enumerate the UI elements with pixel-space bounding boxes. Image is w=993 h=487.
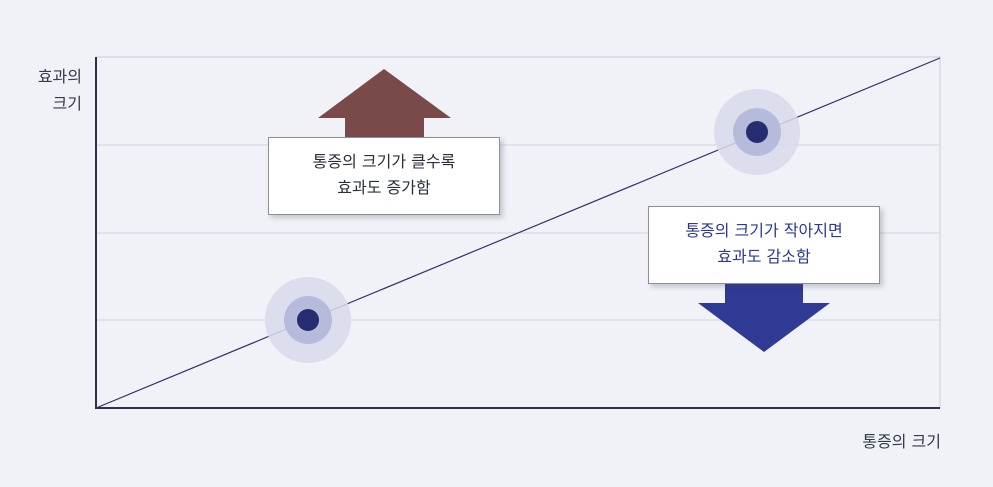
increase-callout-line2: 효과도 증가함 (337, 178, 431, 197)
decrease-callout-line2: 효과도 감소함 (717, 247, 811, 266)
x-axis-label: 통증의 크기 (862, 432, 941, 451)
low-point (265, 277, 351, 363)
increase-callout-line1: 통증의 크기가 클수록 (312, 152, 456, 171)
decrease-callout-line1: 통증의 크기가 작아지면 (685, 221, 843, 240)
increase-callout: 통증의 크기가 클수록 효과도 증가함 (268, 137, 500, 215)
y-axis-label: 효과의 크기 (22, 63, 82, 117)
y-axis-label-line2: 크기 (52, 94, 82, 113)
y-axis-label-line1: 효과의 (37, 67, 82, 86)
high-point-dot (746, 121, 768, 143)
high-point (714, 89, 800, 175)
low-point-dot (297, 309, 319, 331)
trend-line (95, 57, 941, 409)
decrease-callout: 통증의 크기가 작아지면 효과도 감소함 (648, 206, 880, 284)
decrease-arrow (698, 282, 830, 352)
increase-arrow (318, 69, 451, 140)
